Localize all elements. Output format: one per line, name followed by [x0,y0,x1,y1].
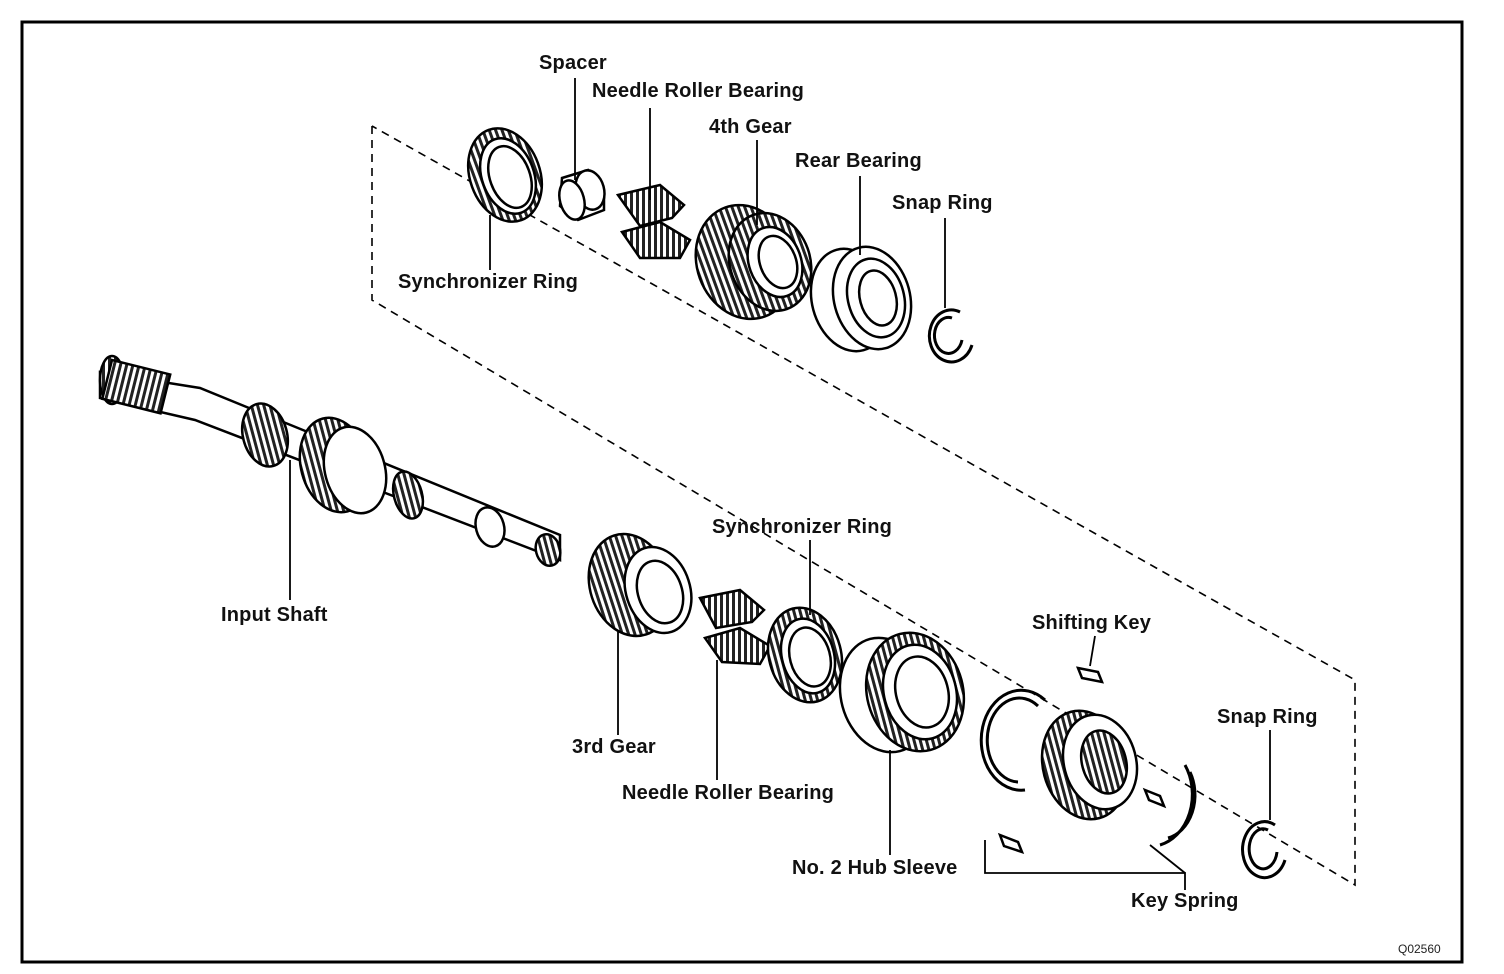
spacer-part [558,168,606,222]
label-no2-hub-sleeve: No. 2 Hub Sleeve [792,857,958,879]
input-shaft-part [98,354,562,568]
rear-bearing-part [809,245,913,353]
label-synchronizer-ring-top: Synchronizer Ring [398,271,579,293]
figure-frame [20,20,1464,964]
label-fourth-gear: 4th Gear [709,116,792,138]
label-snap-ring-bottom: Snap Ring [1217,706,1318,728]
label-input-shaft: Input Shaft [221,604,328,626]
label-needle-roller-bearing-bottom: Needle Roller Bearing [622,782,835,804]
label-snap-ring-top: Snap Ring [892,192,993,214]
third-gear-part [587,532,693,638]
label-needle-roller-bearing-top: Needle Roller Bearing [592,80,805,102]
snap-ring-top-part [927,308,974,364]
label-key-spring: Key Spring [1131,890,1239,912]
label-shifting-key: Shifting Key [1032,612,1152,634]
key-spring-left-part [979,688,1047,792]
no2-hub-sleeve-part [838,631,966,754]
label-third-gear: 3rd Gear [572,736,656,758]
key-spring-right-part [1159,764,1197,847]
fourth-gear-part [694,203,813,321]
snap-ring-bottom-part [1241,820,1287,880]
shifting-key-part [997,666,1167,855]
synchronizer-ring-bottom-part [766,606,844,704]
assembly-group-outline [371,125,1356,887]
label-rear-bearing: Rear Bearing [795,150,922,172]
synchronizer-ring-top-part [466,127,544,223]
leader-lines [289,78,1271,890]
label-synchronizer-ring-bottom: Synchronizer Ring [712,516,893,538]
label-spacer: Spacer [539,52,607,74]
needle-roller-bearing-top-part [615,183,692,260]
clutch-hub-part [1040,709,1139,821]
figure-code: Q02560 [1398,942,1441,956]
needle-roller-bearing-bottom-part [698,588,772,666]
